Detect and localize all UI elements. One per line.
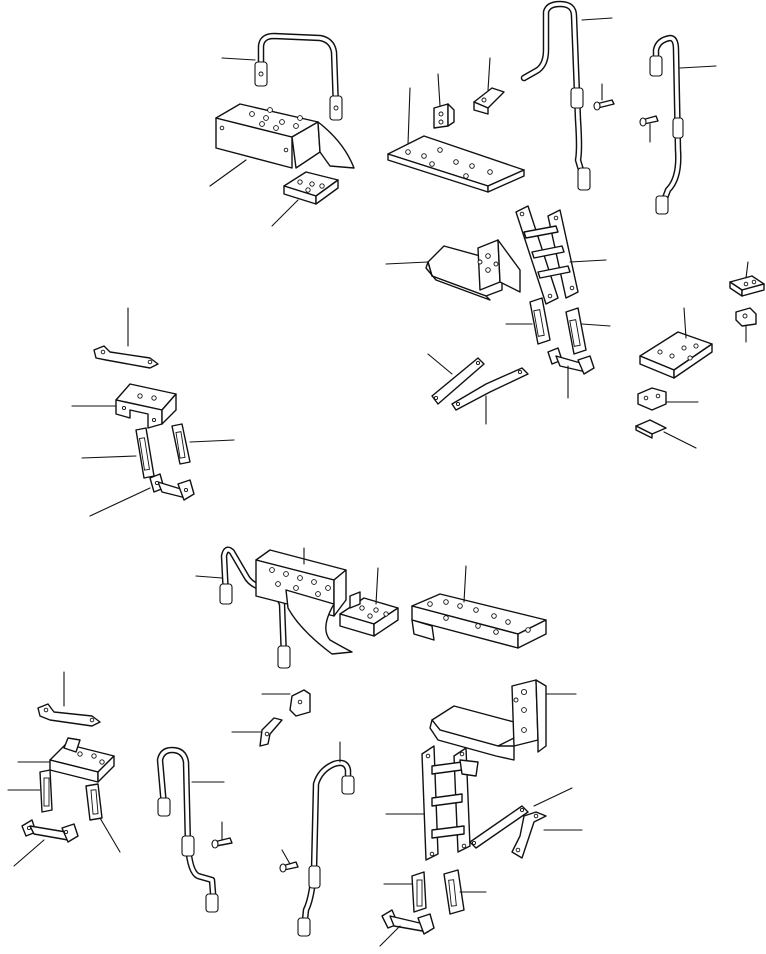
leader-lines-lower-left [7, 671, 121, 867]
ladder-lower [421, 745, 479, 861]
clip-b [259, 717, 283, 747]
spacer-plate-right [565, 307, 587, 355]
spacer-plate-b [171, 423, 191, 465]
leader-lines-lower-mid [195, 547, 467, 605]
rail-bracket [93, 345, 159, 369]
strut-bent [451, 367, 529, 411]
handrail-short [254, 32, 343, 121]
bracket-clip [433, 103, 455, 129]
pin-lower-a [211, 837, 233, 849]
clip-a [289, 689, 311, 717]
ladder-foot [547, 347, 595, 375]
spacer-lower-d [443, 869, 465, 915]
strut-straight [431, 357, 485, 405]
handrail-tall [520, 0, 591, 191]
handrail-lower-tall [156, 746, 219, 913]
step-plate-right [639, 331, 713, 379]
ladder-frame [425, 239, 521, 301]
pin-lower-b [279, 861, 299, 873]
spacer-lower-a [39, 769, 53, 813]
battery-box [215, 103, 355, 169]
pin-lower [639, 115, 659, 127]
ladder-frame-lower [429, 679, 547, 761]
bracket-block [115, 383, 177, 429]
leader-lines-lower-rails [191, 741, 341, 865]
mounting-plate [387, 135, 525, 193]
handrail-side [649, 34, 684, 215]
bracket-lower-bent [511, 811, 547, 859]
spacer-plate-left [529, 297, 551, 345]
leader-lines-clips [231, 693, 291, 733]
leader-lines-upper [209, 17, 749, 449]
spacer-lower-c [411, 871, 427, 913]
bracket-angle-right [637, 387, 667, 411]
rail-bracket-lower [37, 703, 101, 727]
wedge-block [635, 419, 667, 439]
step-bracket-small [283, 171, 339, 205]
ladder-foot-lower-right [381, 909, 435, 935]
ladder [515, 205, 579, 305]
leader-lines-lower-right [379, 693, 583, 947]
step-bracket-lower [339, 591, 399, 637]
strut-lower [469, 805, 529, 849]
leader-lines-left [71, 307, 235, 517]
pin-upper [593, 99, 615, 111]
ladder-foot-lower [21, 819, 79, 843]
battery-box-lower [255, 549, 353, 655]
ladder-foot-left [149, 473, 195, 501]
mounting-plate-lower [411, 593, 547, 649]
spacer-lower-b [85, 783, 103, 821]
bracket-small-top [729, 275, 765, 297]
spacer-plate-a [135, 427, 155, 479]
bracket-small-mid [735, 307, 757, 327]
bracket-angle [473, 87, 505, 115]
handrail-lower-side [297, 759, 355, 937]
bracket-block-lower [49, 737, 115, 783]
